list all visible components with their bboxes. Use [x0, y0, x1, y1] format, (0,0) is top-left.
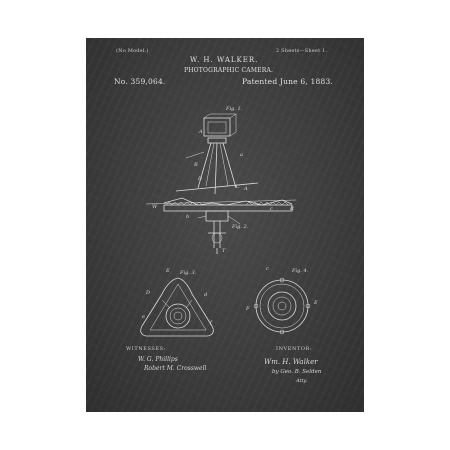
figure-1-camera: Fig. 1. A B a D C: [185, 106, 243, 195]
figure-3-triangular-base: Fig. 3. E D d e f: [140, 268, 214, 337]
witness-signature-1: W. G. Phillips: [138, 356, 178, 363]
svg-text:D: D: [197, 176, 202, 182]
svg-text:D: D: [145, 290, 150, 296]
inventor-heading: W. H. WALKER.: [190, 56, 259, 64]
svg-text:b: b: [186, 214, 189, 220]
svg-text:e: e: [142, 314, 145, 320]
svg-text:E: E: [313, 300, 318, 306]
svg-text:F: F: [245, 306, 250, 312]
invention-title: PHOTOGRAPHIC CAMERA.: [184, 67, 274, 74]
svg-text:C: C: [236, 184, 240, 190]
svg-text:T: T: [222, 248, 226, 254]
svg-text:B: B: [193, 162, 198, 168]
patent-date: Patented June 6, 1883.: [242, 77, 334, 86]
svg-text:a: a: [240, 152, 243, 158]
inventor-label: INVENTOR:: [276, 346, 313, 352]
svg-text:f: f: [209, 320, 213, 326]
svg-text:A: A: [198, 129, 203, 135]
witnesses-label: WITNESSES:: [126, 346, 166, 352]
attorney-signature: by Geo. B. Selden: [272, 369, 322, 375]
figure-2-label: Fig. 2.: [231, 224, 249, 230]
svg-text:R: R: [289, 206, 294, 212]
svg-text:d: d: [204, 292, 207, 298]
figure-4-circular-view: Fig. 4. c E F: [245, 266, 318, 335]
chalk-texture: [86, 38, 364, 412]
patent-number: No. 359,064.: [114, 77, 166, 86]
inventor-signature: Wm. H. Walker: [264, 358, 318, 366]
patent-sheet: (No Model.) 2 Sheets—Sheet 1. W. H. WALK…: [86, 38, 364, 412]
svg-text:A: A: [243, 186, 248, 192]
figure-4-label: Fig. 4.: [291, 268, 309, 274]
svg-text:W: W: [152, 204, 158, 210]
svg-text:c: c: [266, 266, 269, 272]
figure-2-section: Fig. 2. A b c T W R: [145, 182, 297, 254]
svg-text:c: c: [270, 206, 273, 212]
attorney-role: Atty.: [296, 378, 308, 384]
figure-1-label: Fig. 1.: [225, 106, 243, 112]
svg-text:E: E: [165, 268, 170, 274]
sheet-count: 2 Sheets—Sheet 1.: [276, 48, 328, 54]
figure-3-label: Fig. 3.: [179, 270, 197, 276]
model-note: (No Model.): [116, 48, 149, 54]
patent-drawing: Fig. 1. A B a D C Fig. 2. A b c: [140, 106, 318, 337]
witness-signature-2: Robert M. Crosswell: [144, 365, 207, 372]
